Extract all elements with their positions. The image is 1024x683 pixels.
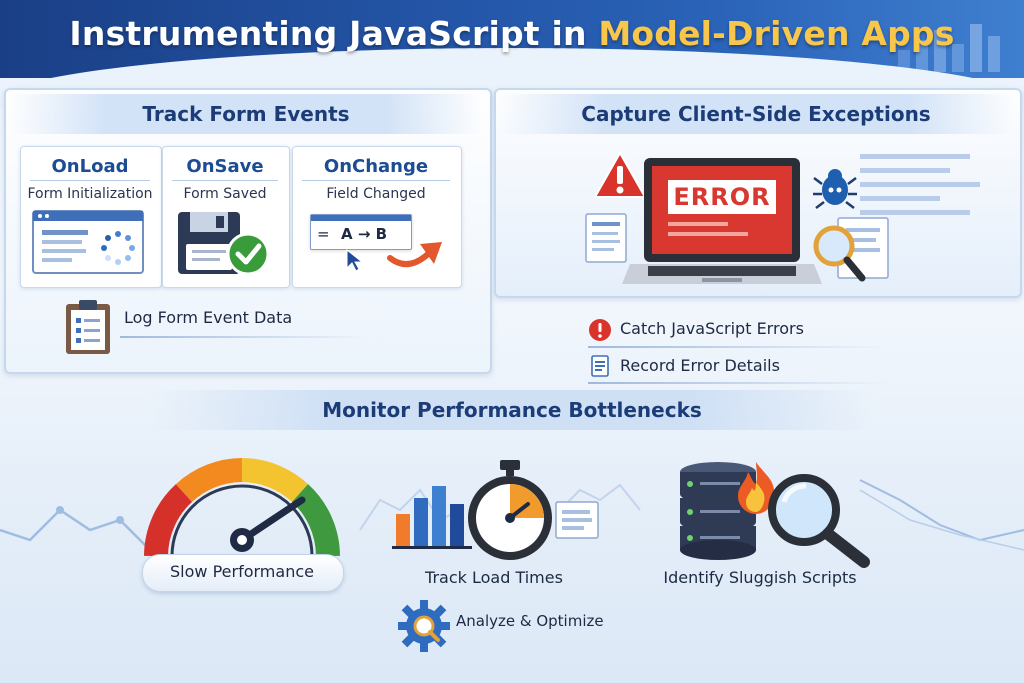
card-divider — [172, 180, 278, 181]
stopwatch-icon — [468, 460, 552, 560]
log-event-underline — [120, 336, 370, 338]
log-event-label: Log Form Event Data — [124, 308, 293, 327]
gear-magnifier-icon — [398, 600, 450, 652]
analyze-optimize-label: Analyze & Optimize — [456, 612, 604, 630]
skyline-decoration — [0, 479, 1024, 551]
magnifier-document-icon — [813, 217, 889, 282]
slow-performance-pill — [142, 554, 344, 592]
bug-icon — [813, 169, 857, 209]
card-divider — [30, 180, 150, 181]
onsave-title: OnSave — [186, 156, 264, 177]
document-icon-left — [585, 213, 627, 263]
slow-performance-label: Slow Performance — [170, 562, 314, 581]
title-main: Instrumenting JavaScript in — [69, 14, 599, 53]
performance-title: Monitor Performance Bottlenecks — [322, 398, 702, 422]
form-loading-icon — [32, 210, 144, 274]
field-change-text: A → B — [341, 225, 388, 243]
catch-errors-label: Catch JavaScript Errors — [620, 319, 804, 338]
onchange-title: OnChange — [323, 156, 429, 177]
speedometer-gauge-icon — [144, 458, 340, 557]
report-document-icon — [555, 501, 599, 539]
fire-icon — [738, 462, 775, 514]
record-details-label: Record Error Details — [620, 356, 780, 375]
sluggish-scripts-label: Identify Sluggish Scripts — [663, 568, 857, 587]
equals-icon: = — [317, 225, 330, 243]
catch-errors-underline — [588, 346, 888, 348]
track-load-times-label: Track Load Times — [425, 568, 563, 587]
warning-triangle-icon — [594, 152, 646, 198]
field-header-bar — [311, 215, 411, 221]
onsave-subtitle: Form Saved — [183, 186, 267, 202]
page-title: Instrumenting JavaScript in Model-Driven… — [0, 14, 1024, 53]
floppy-disk-check-icon — [178, 212, 270, 276]
form-events-title: Track Form Events — [142, 102, 350, 126]
mouse-cursor-icon — [346, 248, 364, 272]
error-screen-text: ERROR — [673, 183, 771, 211]
clipboard-icon — [66, 300, 110, 354]
onload-title: OnLoad — [51, 156, 129, 177]
curved-arrow-icon — [387, 242, 442, 267]
magnifying-glass-icon — [768, 474, 870, 568]
onchange-subtitle: Field Changed — [326, 186, 426, 202]
changed-field-box: = A → B — [310, 214, 412, 250]
laptop-error-icon — [622, 158, 822, 284]
error-circle-icon — [589, 319, 611, 341]
document-lines-icon — [591, 355, 609, 377]
card-divider — [302, 180, 450, 181]
bar-chart-decoration-icon — [898, 24, 1000, 72]
exceptions-banner — [500, 94, 1012, 134]
load-time-bar-chart-icon — [392, 486, 472, 549]
title-highlight: Model-Driven Apps — [598, 14, 955, 53]
form-events-banner — [10, 94, 482, 134]
onload-subtitle: Form Initialization — [27, 186, 153, 202]
performance-banner — [150, 390, 874, 430]
code-lines-decoration — [860, 154, 980, 215]
exceptions-title: Capture Client-Side Exceptions — [581, 102, 931, 126]
record-details-underline — [588, 382, 888, 384]
